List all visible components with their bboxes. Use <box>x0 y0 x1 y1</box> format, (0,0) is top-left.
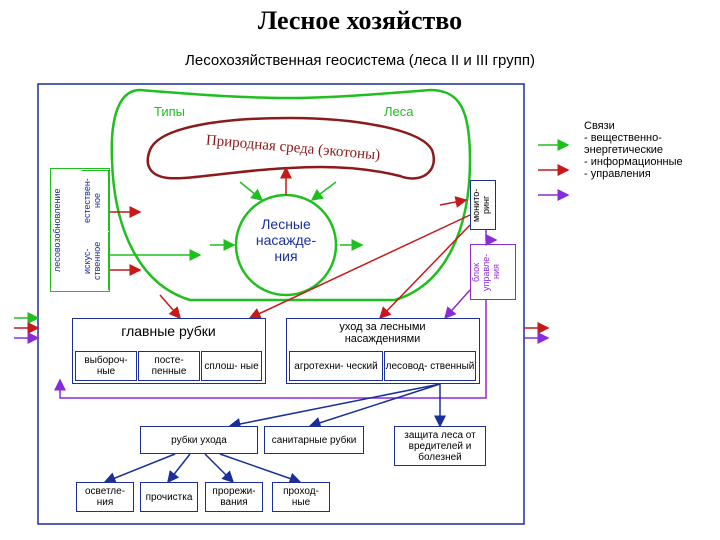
clearing-box: осветле- ния <box>76 482 134 512</box>
gradual-cuttings: посте- пенные <box>138 351 200 381</box>
environment-ellipse <box>146 116 435 180</box>
forest-renewal-label: лесовозобновление <box>52 188 62 272</box>
cleaning-box: прочистка <box>140 482 198 512</box>
sanitary-cuttings-box: санитарные рубки <box>264 426 364 454</box>
forest-types-contour <box>110 88 472 302</box>
legend: Связи - вещественно- энергетические - ин… <box>584 120 683 180</box>
selective-cuttings: выбороч- ные <box>75 351 137 381</box>
subtitle: Лесохозяйственная геосистема (леса II и … <box>185 52 535 69</box>
clear-cuttings: сплош- ные <box>201 351 262 381</box>
geosystem-frame <box>37 83 525 525</box>
passing-box: проход- ные <box>272 482 330 512</box>
protection-box: защита леса от вредителей и болезней <box>394 426 486 466</box>
main-cuttings-title: главные рубки <box>121 323 216 339</box>
silvicultural-care: лесовод- ственный <box>384 351 476 381</box>
types-label: Типы <box>154 104 186 119</box>
care-cuttings-box: рубки ухода <box>140 426 258 454</box>
artificial-renewal-label: искус- ственное <box>82 232 109 290</box>
care-title: уход за лесными насаждениями <box>339 321 426 345</box>
main-cuttings-group: главные рубки выбороч- ные посте- пенные… <box>72 318 266 384</box>
agrotechnical-care: агротехни- ческий <box>289 351 383 381</box>
thinning-box: прорежи- вания <box>205 482 263 512</box>
page-title: Лесное хозяйство <box>257 6 463 35</box>
stands-label: Лесные насажде- ния <box>255 216 317 264</box>
legend-information: - информационные <box>584 156 683 168</box>
legend-control: - управления <box>584 168 651 180</box>
natural-renewal-label: естествен- ное <box>82 170 109 231</box>
forest-renewal-group <box>50 168 110 292</box>
monitoring-box: монито- ринг <box>470 180 496 230</box>
care-group: уход за лесными насаждениями агротехни- … <box>286 318 480 384</box>
legend-material-energy: - вещественно- энергетические <box>584 132 664 156</box>
legend-heading: Связи <box>584 120 615 132</box>
forests-label: Леса <box>384 104 414 119</box>
control-block-box: блок управле- ния <box>470 244 516 300</box>
